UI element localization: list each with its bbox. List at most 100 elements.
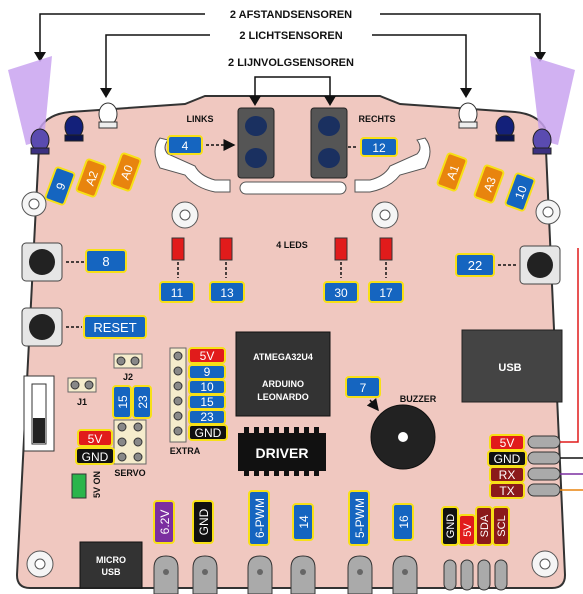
arrow-left-lijn xyxy=(249,96,261,106)
svg-text:23: 23 xyxy=(136,395,150,409)
svg-text:10: 10 xyxy=(512,183,530,201)
svg-text:TX: TX xyxy=(499,484,514,498)
mount-hole-tr xyxy=(535,199,561,225)
usb-label: USB xyxy=(498,362,521,374)
right-distance-beam xyxy=(530,56,575,145)
pin-badge-i2c-scl: SCL xyxy=(492,506,510,546)
pin-badge-extra-9: 9 xyxy=(188,364,226,380)
pin-badge-5-pwm: 5-PWM xyxy=(348,490,370,546)
pin-badge-servo-gnd: GND xyxy=(75,447,115,465)
pin-badge-10: 10 xyxy=(504,172,536,212)
svg-text:22: 22 xyxy=(468,258,482,273)
mount-hole-tl xyxy=(21,191,47,217)
arrow-right-lijn xyxy=(324,96,336,106)
center-slot xyxy=(239,181,347,195)
pin-badge-15: 15 xyxy=(112,385,132,419)
svg-text:9: 9 xyxy=(204,365,211,379)
svg-text:10: 10 xyxy=(200,380,214,394)
svg-text:14: 14 xyxy=(297,515,311,529)
svg-text:5V: 5V xyxy=(200,349,215,363)
button-22 xyxy=(519,245,561,285)
svg-text:5V: 5V xyxy=(462,523,474,537)
arrow-right-afstand xyxy=(534,52,546,62)
buzzer xyxy=(370,404,436,470)
pin-badge-serial-5v: 5V xyxy=(489,434,525,451)
pin-badge-extra-gnd: GND xyxy=(188,424,228,441)
svg-text:4: 4 xyxy=(182,139,189,153)
left-distance-beam xyxy=(8,56,52,145)
right-distance-led xyxy=(532,128,552,155)
chip-line-2: ARDUINO xyxy=(262,379,304,389)
servo-label: SERVO xyxy=(114,468,145,478)
pin-badge-i2c-sda: SDA xyxy=(475,506,493,546)
left-light-led xyxy=(98,102,118,129)
arrow-left-afstand xyxy=(34,52,46,62)
pin-badge-a3: A3 xyxy=(473,164,505,204)
serial-wires xyxy=(560,248,583,491)
j1-label: J1 xyxy=(77,397,87,407)
bottom-connectors xyxy=(153,555,418,594)
left-ir-led xyxy=(64,115,84,142)
svg-text:A0: A0 xyxy=(118,163,136,182)
svg-text:15: 15 xyxy=(200,395,214,409)
pin-badge-bottom-gnd: GND xyxy=(192,500,214,544)
svg-text:RX: RX xyxy=(499,468,516,482)
pin-badge-i2c-5v: 5V xyxy=(458,514,476,546)
pin-badge-a1: A1 xyxy=(436,152,468,192)
svg-text:SCL: SCL xyxy=(496,515,508,536)
afstand-title: 2 AFSTANDSENSOREN xyxy=(230,9,352,21)
mount-hole-cr xyxy=(371,201,399,229)
led-11: 11 xyxy=(159,237,195,303)
button-8 xyxy=(21,242,63,282)
pin-badge-23: 23 xyxy=(132,385,152,419)
svg-text:A2: A2 xyxy=(83,169,101,188)
buzzer-label: BUZZER xyxy=(400,394,437,404)
i2c-header xyxy=(443,559,508,591)
pin-badge-extra-10: 10 xyxy=(188,379,226,395)
pin-badge-12: 12 xyxy=(360,137,398,157)
micro-usb-line-1: MICRO xyxy=(96,555,126,565)
line-sensor-right xyxy=(310,107,348,179)
button-reset xyxy=(21,307,63,347)
led-30: 30 xyxy=(323,237,359,303)
links-label: LINKS xyxy=(187,114,214,124)
pin-badge-4: 4 xyxy=(167,135,203,155)
svg-text:5V: 5V xyxy=(88,432,103,446)
svg-text:A1: A1 xyxy=(444,163,462,182)
svg-text:23: 23 xyxy=(200,410,214,424)
right-ir-led xyxy=(495,115,515,142)
licht-title: 2 LICHTSENSOREN xyxy=(239,30,342,42)
svg-text:5V: 5V xyxy=(500,436,515,450)
j2-label: J2 xyxy=(123,372,133,382)
right-slot xyxy=(354,137,431,193)
jumper-j1 xyxy=(67,377,97,393)
svg-text:17: 17 xyxy=(379,286,393,300)
pin-badge-6-pwm: 6-PWM xyxy=(248,490,270,546)
svg-text:16: 16 xyxy=(397,515,411,529)
svg-text:7: 7 xyxy=(360,381,367,395)
pin-badge-serial-rx: RX xyxy=(489,466,525,483)
mount-hole-br xyxy=(531,550,559,578)
svg-text:6.2V: 6.2V xyxy=(158,510,172,535)
serial-header xyxy=(527,435,561,497)
svg-text:5-PWM: 5-PWM xyxy=(353,498,367,538)
servo-header xyxy=(113,419,147,465)
pin-badge-serial-gnd: GND xyxy=(487,450,527,467)
pin-badge-extra-23: 23 xyxy=(188,409,226,425)
header-connectors xyxy=(39,13,541,100)
chip-line-1: ATMEGA32U4 xyxy=(253,352,313,362)
svg-text:GND: GND xyxy=(195,426,222,440)
svg-text:13: 13 xyxy=(220,286,234,300)
svg-text:8: 8 xyxy=(102,254,109,269)
pin-badge-serial-tx: TX xyxy=(489,482,525,499)
pin-badge-8: 8 xyxy=(85,249,127,273)
pin-badge-a0: A0 xyxy=(110,152,142,192)
pin-badge-reset: RESET xyxy=(83,315,147,339)
svg-text:GND: GND xyxy=(494,452,521,466)
arrow-right-licht xyxy=(460,88,472,98)
pin-badge-extra-5v: 5V xyxy=(188,347,226,364)
arrow-7 xyxy=(366,398,379,412)
pin-badge-9: 9 xyxy=(44,166,76,206)
led-13: 13 xyxy=(209,237,245,303)
extra-label: EXTRA xyxy=(170,446,201,456)
